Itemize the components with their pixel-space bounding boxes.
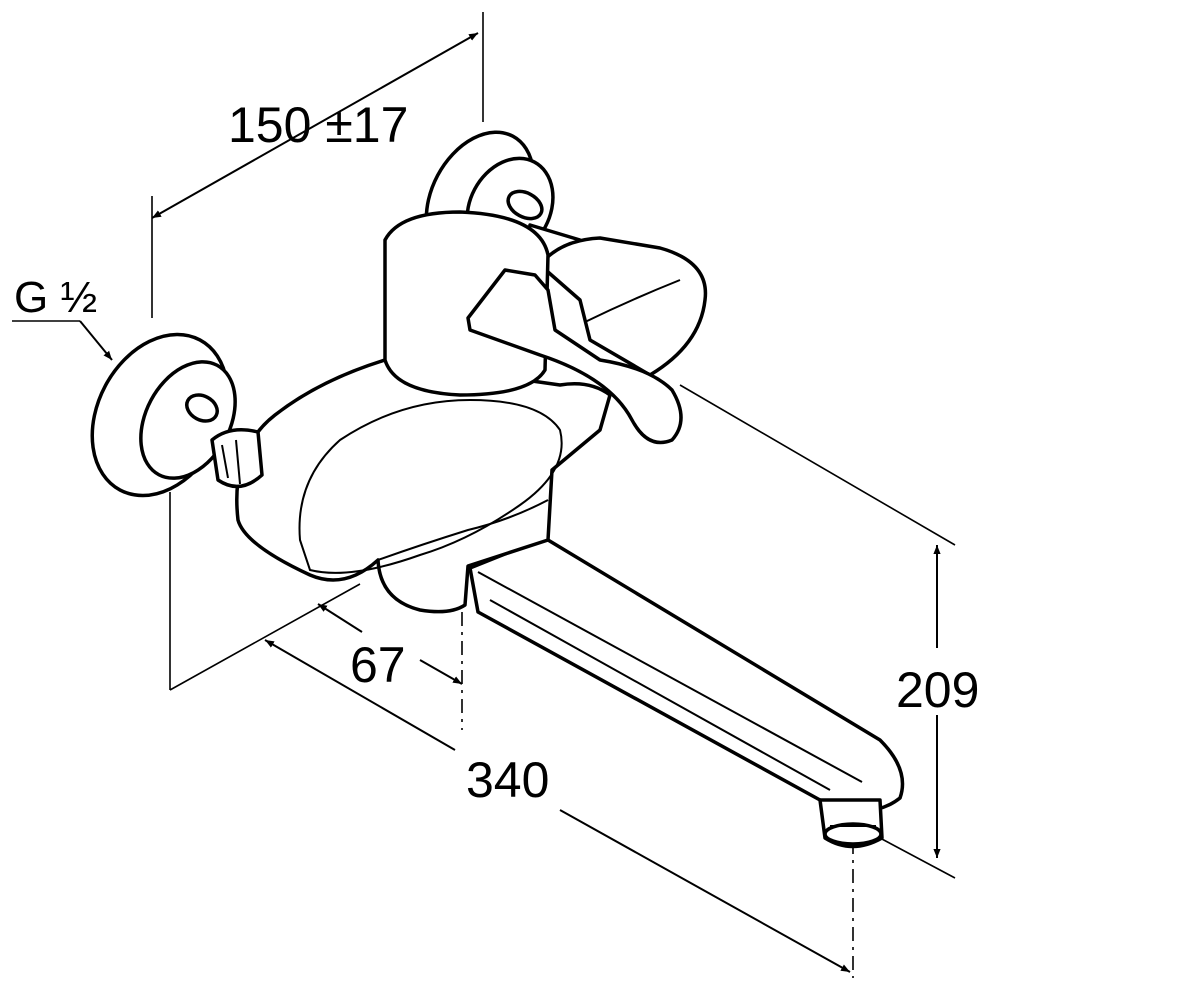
front-rosette <box>90 332 264 498</box>
handle-bracket <box>538 236 708 377</box>
dim-offset: 67 <box>350 637 406 693</box>
spout <box>468 538 905 849</box>
faucet-drawing <box>90 130 905 849</box>
dimension-lines <box>12 12 956 978</box>
mixer-body <box>235 358 612 614</box>
dim-spout-reach: 340 <box>466 752 549 808</box>
dim-thread: G ½ <box>14 273 97 322</box>
dim-wall-distance: 150 ±17 <box>228 97 408 153</box>
lever-handle <box>383 210 683 445</box>
dim-height: 209 <box>896 662 979 718</box>
